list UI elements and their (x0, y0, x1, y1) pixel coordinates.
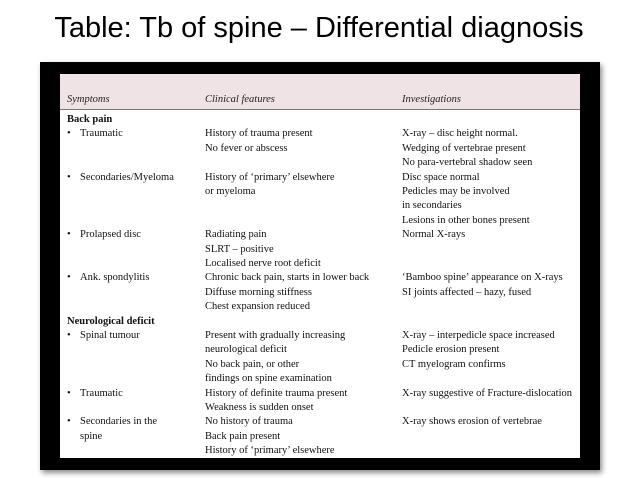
investigation-line: Wedging of vertebrae present (402, 142, 526, 154)
investigation-line: CT myelogram confirms (402, 358, 506, 370)
clinical-feature-line: Back pain present (205, 430, 281, 442)
investigation-line: No para-vertebral shadow seen (402, 157, 533, 169)
bullet-icon: • (67, 272, 71, 284)
clinical-feature-line: or myeloma (205, 186, 256, 197)
clinical-feature-line: SLRT – positive (205, 243, 274, 255)
header-clinical-features: Clinical features (205, 94, 275, 105)
clinical-feature-line: No back pain, or other (205, 358, 300, 370)
section-heading: Neurological deficit (67, 315, 155, 327)
clinical-feature-line: History of ‘primary’ elsewhere (205, 171, 335, 183)
bullet-icon: • (67, 171, 71, 183)
section-heading: Back pain (67, 114, 113, 125)
symptom-cell: •Secondaries in the (67, 416, 157, 428)
symptom-cell: •Ank. spondylitis (67, 272, 150, 284)
investigation-line: Lesions in other bones present (402, 214, 530, 226)
investigation-line: Pedicle erosion present (402, 344, 500, 356)
clinical-feature-line: Chronic back pain, starts in lower back (205, 272, 370, 284)
investigation-line: Pedicles may be involved (402, 186, 510, 197)
header-symptoms: Symptoms (67, 94, 110, 105)
investigation-line: ‘Bamboo spine’ appearance on X-rays (402, 272, 563, 284)
clinical-feature-line: findings on spine examination (205, 373, 332, 385)
clinical-feature-line: Present with gradually increasing (205, 330, 346, 341)
investigation-line: X-ray – interpedicle space increased (402, 330, 555, 341)
differential-diagnosis-table: Symptoms Clinical features Investigation… (60, 74, 580, 458)
symptom-cell: •Traumatic (67, 387, 123, 399)
clinical-feature-line: Localised nerve root deficit (205, 258, 321, 269)
investigation-line: X-ray suggestive of Fracture-dislocation (402, 387, 572, 399)
clinical-feature-line: History of ‘primary’ elsewhere (205, 445, 335, 457)
clinical-feature-line: Weakness is sudden onset (205, 402, 314, 413)
symptom-cell: spine (80, 430, 103, 442)
clinical-feature-line: History of definite trauma present (205, 387, 348, 399)
bullet-icon: • (67, 330, 71, 341)
investigation-line: in secondaries (402, 200, 462, 212)
symptom-cell: •Secondaries/Myeloma (67, 171, 174, 183)
clinical-feature-line: History of trauma present (205, 128, 313, 140)
header-investigations: Investigations (402, 94, 461, 105)
bullet-icon: • (67, 229, 71, 241)
clinical-feature-line: Diffuse morning stiffness (205, 286, 312, 298)
slide-title: Table: Tb of spine – Differential diagno… (54, 12, 584, 44)
symptom-cell: •Prolapsed disc (67, 229, 141, 241)
investigation-line: X-ray shows erosion of vertebrae (402, 416, 542, 428)
bullet-icon: • (67, 387, 71, 399)
symptom-cell: •Traumatic (67, 128, 123, 140)
investigation-line: SI joints affected – hazy, fused (402, 286, 532, 298)
bullet-icon: • (67, 416, 71, 428)
clinical-feature-line: No fever or abscess (205, 142, 288, 154)
clinical-feature-line: No history of trauma (205, 416, 293, 428)
investigation-line: Normal X-rays (402, 229, 466, 241)
clinical-feature-line: Radiating pain (205, 229, 267, 241)
table-frame: Symptoms Clinical features Investigation… (40, 62, 600, 470)
symptom-cell: •Spinal tumour (67, 330, 140, 341)
clinical-feature-line: Chest expansion reduced (205, 301, 310, 313)
bullet-icon: • (67, 128, 71, 140)
investigation-line: X-ray – disc height normal. (402, 128, 518, 140)
table-header-strip (60, 74, 580, 110)
investigation-line: Disc space normal (402, 171, 480, 183)
clinical-feature-line: neurological deficit (205, 344, 287, 356)
header-rule (60, 109, 580, 110)
